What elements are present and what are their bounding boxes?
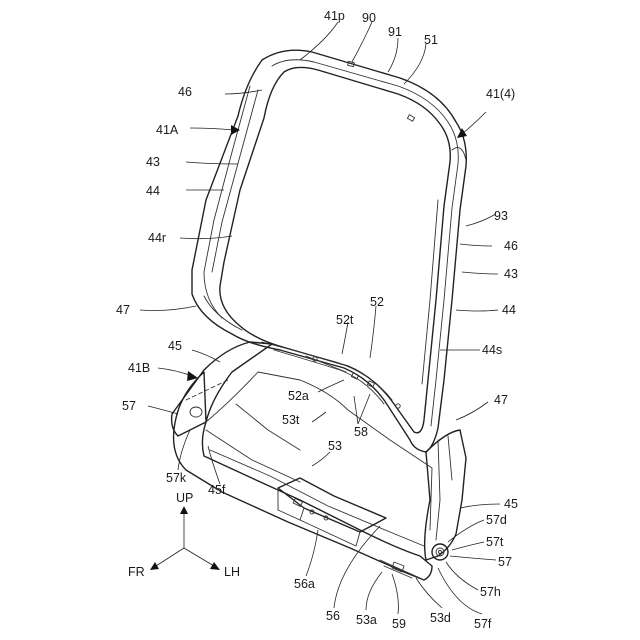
label-56: 56 [326, 609, 340, 623]
label-52: 52 [370, 295, 384, 309]
backrest-frame [192, 50, 466, 452]
label-44s: 44s [482, 343, 502, 357]
label-57k: 57k [166, 471, 187, 485]
label-46-right: 46 [504, 239, 518, 253]
label-51: 51 [424, 33, 438, 47]
label-44-right: 44 [502, 303, 516, 317]
label-57-left: 57 [122, 399, 136, 413]
leader-lines [140, 22, 500, 614]
reference-arrows [158, 112, 486, 381]
label-43-right: 43 [504, 267, 518, 281]
label-41p: 41p [324, 9, 345, 23]
label-47-left: 47 [116, 303, 130, 317]
label-45-top: 45 [168, 339, 182, 353]
label-53t: 53t [282, 413, 300, 427]
seat-frame [172, 342, 466, 580]
label-90: 90 [362, 11, 376, 25]
label-57h: 57h [480, 585, 501, 599]
label-41A: 41A [156, 123, 179, 137]
label-52a: 52a [288, 389, 309, 403]
label-44-left: 44 [146, 184, 160, 198]
label-52t: 52t [336, 313, 354, 327]
label-44r: 44r [148, 231, 166, 245]
label-41B: 41B [128, 361, 150, 375]
label-43-left: 43 [146, 155, 160, 169]
axis-lh-label: LH [224, 565, 240, 579]
label-57d: 57d [486, 513, 507, 527]
label-46-left: 46 [178, 85, 192, 99]
label-53a: 53a [356, 613, 377, 627]
label-91: 91 [388, 25, 402, 39]
label-53d: 53d [430, 611, 451, 625]
label-45-right: 45 [504, 497, 518, 511]
direction-indicator [150, 506, 220, 570]
axis-front-label: FR [128, 565, 145, 579]
label-57t: 57t [486, 535, 504, 549]
axis-up-label: UP [176, 491, 193, 505]
label-93: 93 [494, 209, 508, 223]
label-41-4: 41(4) [486, 87, 515, 101]
label-59: 59 [392, 617, 406, 631]
label-53: 53 [328, 439, 342, 453]
label-45f: 45f [208, 483, 226, 497]
label-56a: 56a [294, 577, 315, 591]
label-57-right: 57 [498, 555, 512, 569]
label-57f: 57f [474, 617, 492, 631]
label-58: 58 [354, 425, 368, 439]
label-47-right: 47 [494, 393, 508, 407]
